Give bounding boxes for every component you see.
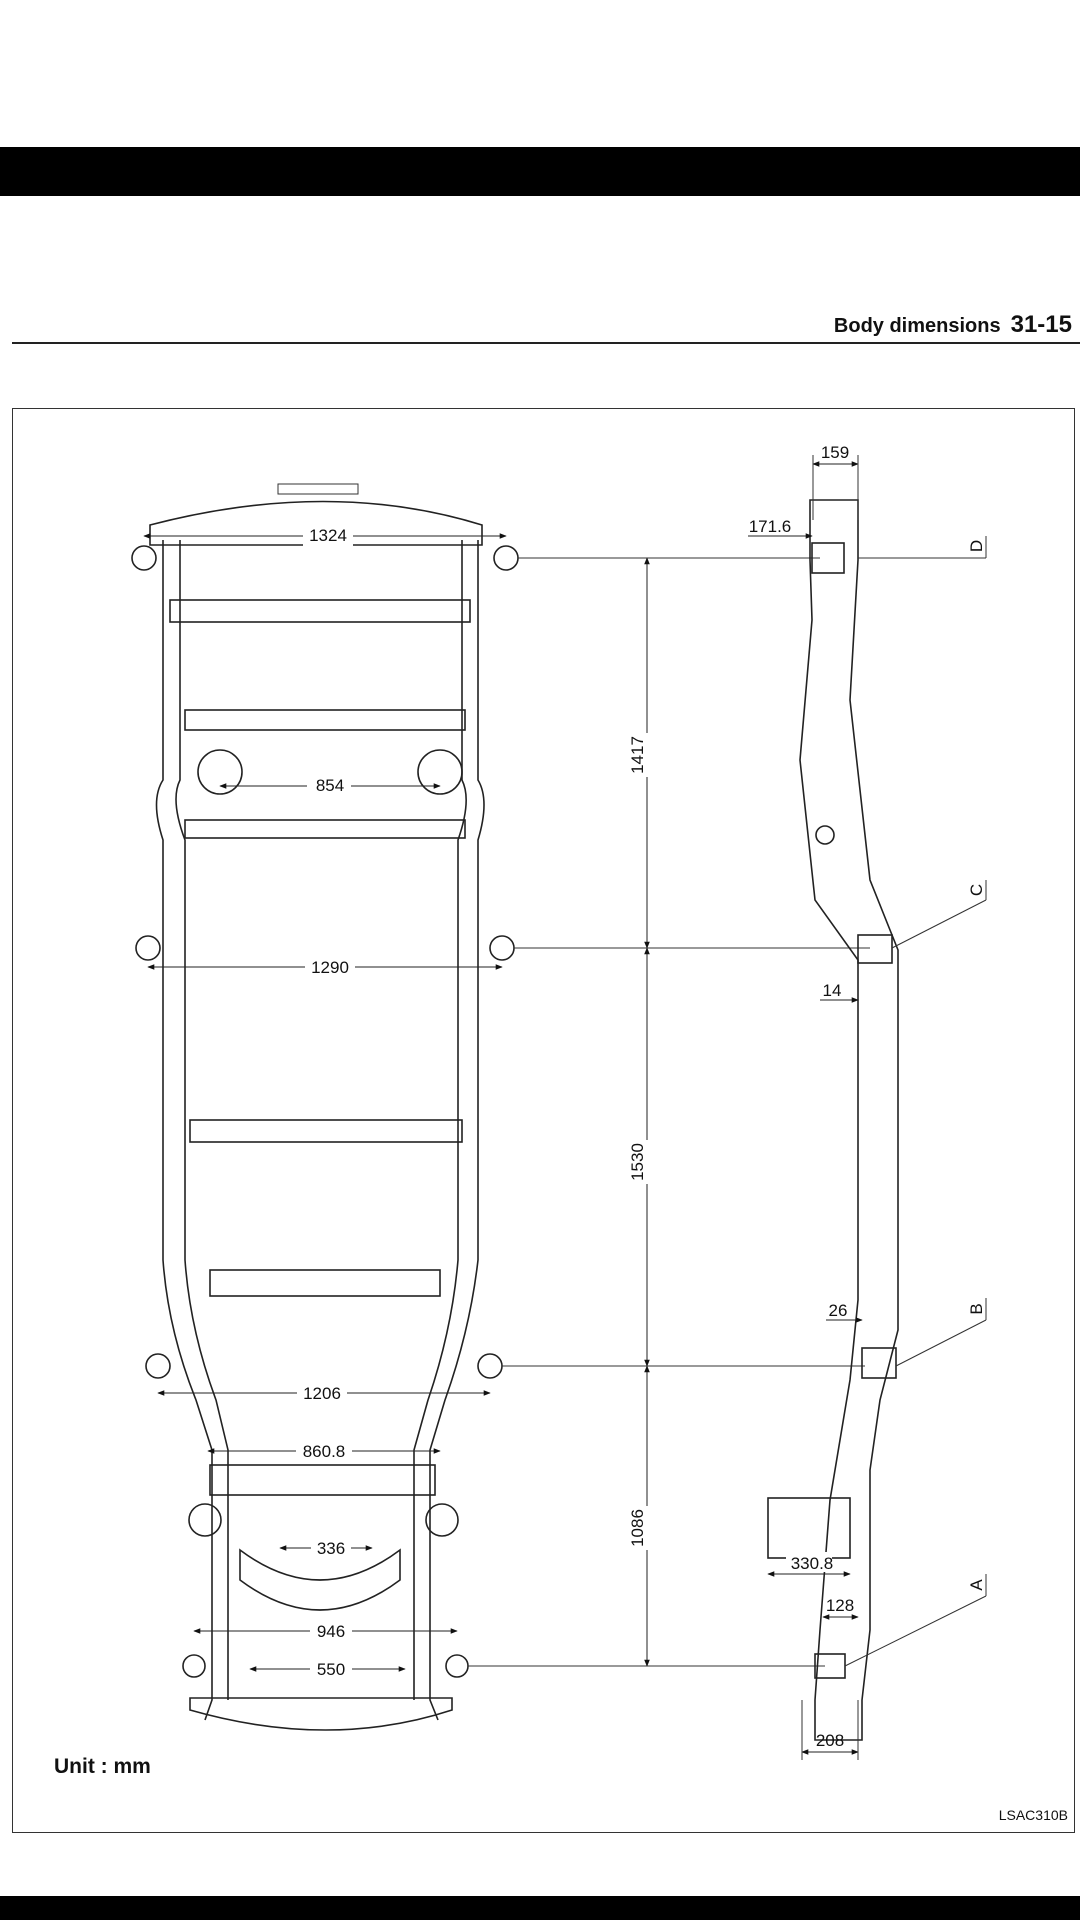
right-rear-mount-ring — [425, 1503, 459, 1537]
dim-550: 550 — [317, 1660, 345, 1679]
dim-1206: 1206 — [303, 1384, 341, 1403]
dim-330-8: 330.8 — [791, 1554, 834, 1573]
mount-bushing-b-left — [145, 1353, 171, 1379]
mount-bushing-b-right — [477, 1353, 503, 1379]
crossmember-6 — [209, 1464, 436, 1496]
side-mount-c — [857, 934, 893, 964]
side-rail-outline — [799, 499, 899, 1741]
dim-208: 208 — [816, 1731, 844, 1750]
dim-1530: 1530 — [628, 1143, 647, 1181]
front-crossmember — [169, 599, 471, 623]
section-mark-c: C — [967, 884, 986, 896]
dim-128: 128 — [826, 1596, 854, 1615]
plan-width-dimensions: 1324 854 1290 1206 860.8 336 946 550 — [143, 524, 507, 1679]
dim-159: 159 — [821, 443, 849, 462]
mount-bushing-c-right — [489, 935, 515, 961]
page-header: Body dimensions 31-15 — [834, 311, 1072, 339]
right-front-mount-ring — [417, 749, 463, 795]
mount-bushing-d-right — [493, 545, 519, 571]
mount-bushing-d-left — [131, 545, 157, 571]
top-black-band — [0, 147, 1080, 196]
side-view-dimensions: 159 171.6 14 26 330.8 128 208 — [748, 443, 863, 1760]
dim-336: 336 — [317, 1539, 345, 1558]
section-mark-d: D — [967, 540, 986, 552]
side-hole — [815, 825, 835, 845]
right-rail-outer — [429, 540, 485, 1721]
left-rail-inner — [175, 540, 229, 1700]
dim-946: 946 — [317, 1622, 345, 1641]
page-number: 31-15 — [1010, 311, 1072, 338]
plan-view-frame — [131, 483, 519, 1731]
header-rule — [12, 342, 1080, 344]
extension-lines — [468, 557, 870, 1667]
crossmember-4 — [189, 1119, 463, 1143]
section-title: Body dimensions — [833, 315, 1001, 337]
dim-171-6: 171.6 — [749, 517, 792, 536]
dim-1417: 1417 — [628, 736, 647, 774]
left-rear-mount-ring — [188, 1503, 222, 1537]
dim-860-8: 860.8 — [303, 1442, 346, 1461]
left-front-mount-ring — [197, 749, 243, 795]
front-bumper-plate — [277, 483, 359, 495]
rear-axle-crossmember — [239, 1548, 401, 1611]
mount-bushing-a-right — [445, 1654, 469, 1678]
figure-code: LSAC310B — [998, 1807, 1068, 1823]
dim-14: 14 — [823, 981, 842, 1000]
front-bumper-outline — [149, 500, 483, 546]
dim-1290: 1290 — [311, 958, 349, 977]
section-mark-b: B — [967, 1303, 986, 1314]
side-view-frame — [767, 499, 899, 1741]
section-marks: D C B A — [844, 536, 987, 1667]
crossmember-2 — [184, 709, 466, 731]
length-dimensions: 1417 1530 1086 — [628, 557, 660, 1667]
dim-26: 26 — [829, 1301, 848, 1320]
dim-1324: 1324 — [309, 526, 347, 545]
rear-bumper-outline — [189, 1697, 453, 1731]
left-rail-outer — [155, 540, 213, 1721]
crossmember-3 — [184, 819, 466, 839]
bottom-black-band — [0, 1896, 1080, 1920]
mount-bushing-a-left — [182, 1654, 206, 1678]
right-rail-inner — [413, 540, 467, 1700]
side-spring-bracket — [767, 1497, 851, 1559]
dim-1086: 1086 — [628, 1509, 647, 1547]
mount-bushing-c-left — [135, 935, 161, 961]
section-mark-a: A — [967, 1579, 986, 1591]
side-mount-b — [861, 1347, 897, 1379]
side-mount-d — [811, 542, 845, 574]
diagram-frame — [12, 408, 1075, 1833]
unit-label: Unit : mm — [54, 1755, 151, 1778]
crossmember-5 — [209, 1269, 441, 1297]
dim-854: 854 — [316, 776, 344, 795]
